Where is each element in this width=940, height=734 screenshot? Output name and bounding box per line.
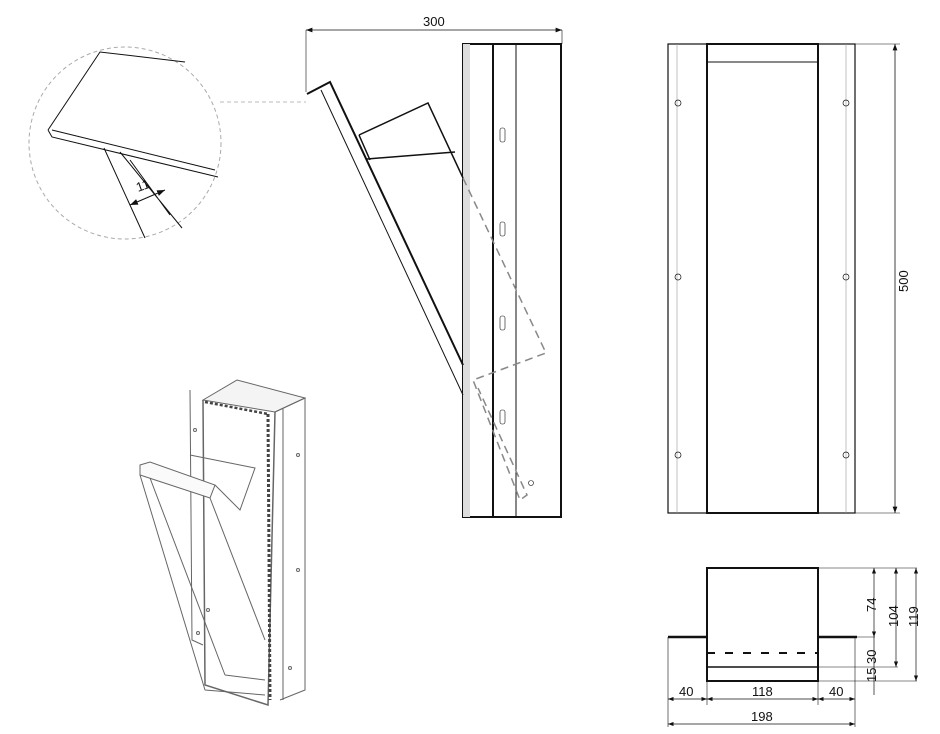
dim-74: 74 [864, 598, 879, 612]
dim-30: 30 [864, 650, 879, 664]
dim-198: 198 [751, 709, 773, 724]
dim-40-left: 40 [679, 684, 693, 699]
front-view: 500 [667, 43, 911, 514]
dim-119: 119 [906, 606, 921, 627]
dim-104: 104 [886, 605, 901, 627]
side-view: 300 [305, 14, 563, 518]
front-height-dimension: 500 [896, 270, 911, 292]
detail-view: 11 [28, 46, 306, 240]
dim-40-right: 40 [829, 684, 843, 699]
detail-dimension: 11 [134, 176, 152, 195]
dim-15: 15 [864, 668, 879, 682]
dim-118: 118 [752, 684, 773, 699]
side-width-dimension: 300 [423, 14, 445, 29]
isometric-view [139, 379, 307, 707]
bottom-view: 74 104 119 30 15 40 118 40 198 [667, 567, 921, 727]
